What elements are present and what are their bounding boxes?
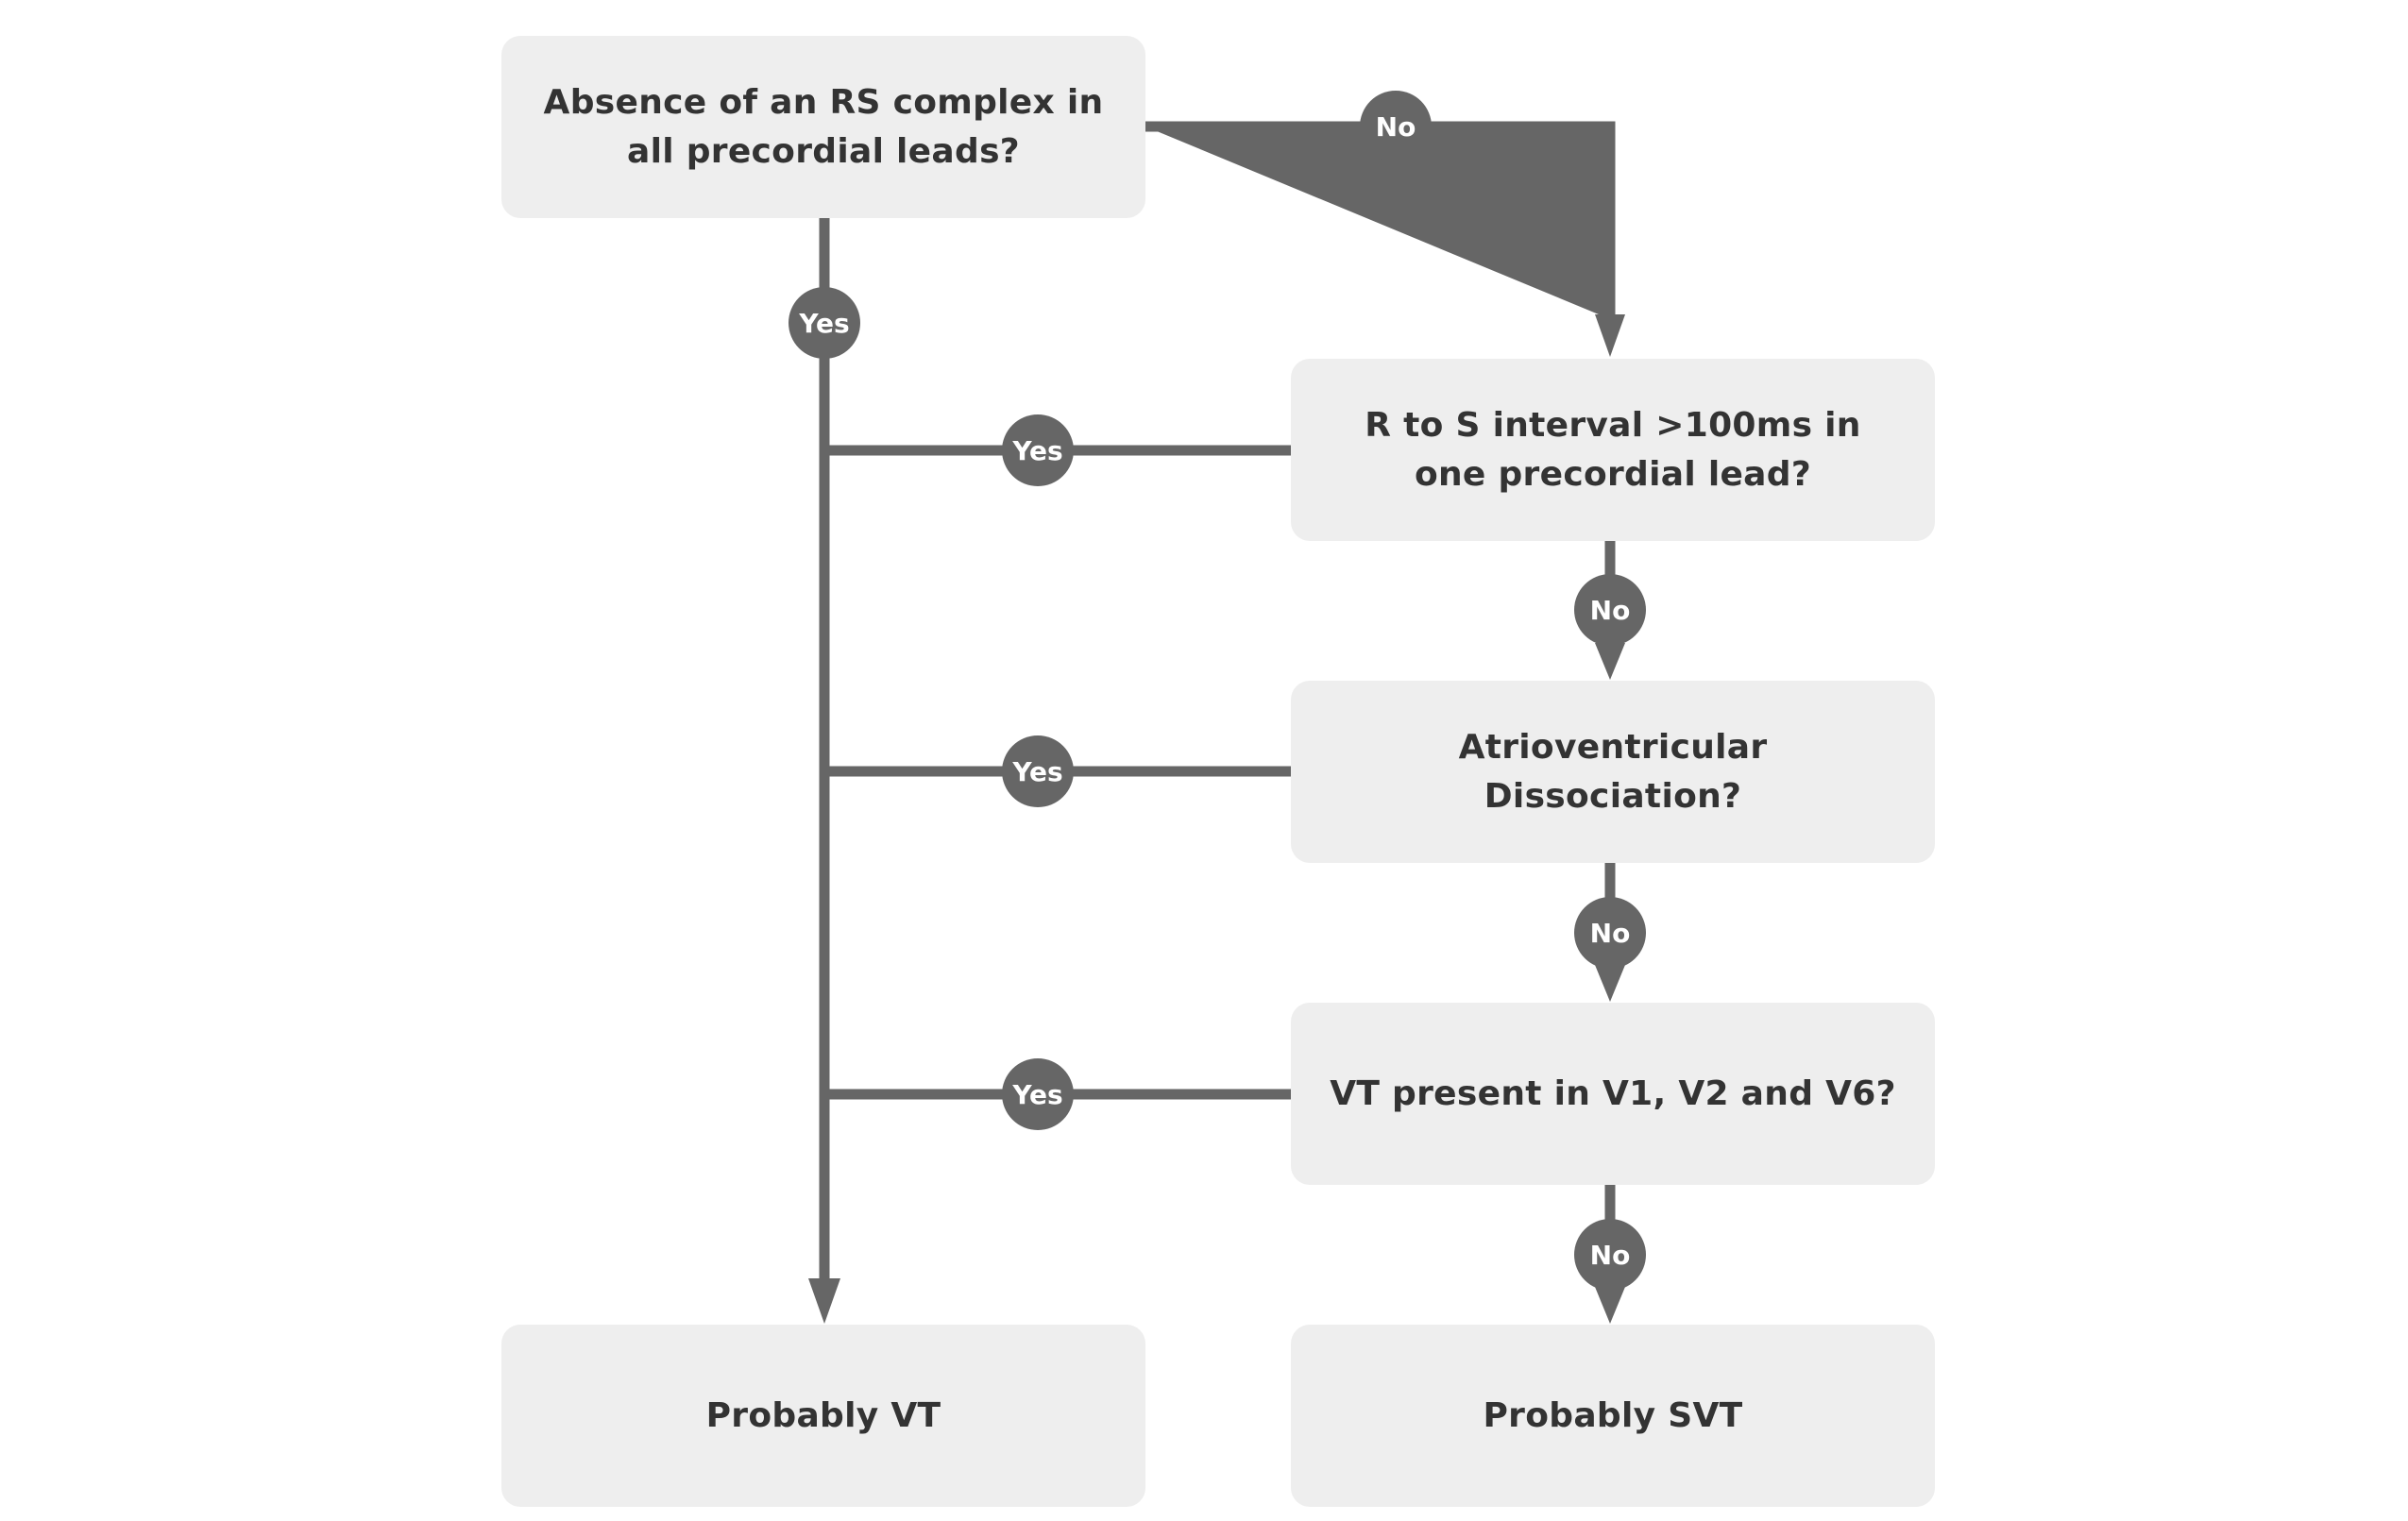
badge-no-q4: No	[1574, 1219, 1646, 1291]
node-probably-svt-text: Probably SVT	[1483, 1395, 1743, 1435]
badge-yes-q1-text: Yes	[799, 307, 850, 339]
badge-yes-q1: Yes	[789, 287, 860, 359]
node-rs-complex-question: Absence of an RS complex in all precordi…	[501, 36, 1145, 218]
node-probably-vt: Probably VT	[501, 1325, 1145, 1507]
connector-q1-no-to-q2	[1145, 121, 1616, 319]
arrowhead-q4	[1595, 965, 1625, 1002]
node-r-to-s-interval-question-text: R to S interval >100ms in one precordial…	[1365, 405, 1861, 494]
badge-yes-q3: Yes	[1002, 735, 1074, 807]
badge-no-q3-text: No	[1589, 917, 1631, 949]
arrowhead-q2	[1595, 314, 1625, 357]
badge-no-q3: No	[1574, 897, 1646, 969]
node-rs-complex-question-text: Absence of an RS complex in all precordi…	[543, 82, 1104, 171]
badge-yes-q3-text: Yes	[1012, 755, 1063, 787]
node-av-dissociation-question-text: Atrioventricular Dissociation?	[1458, 727, 1768, 816]
badge-no-q2-text: No	[1589, 594, 1631, 626]
node-probably-vt-text: Probably VT	[705, 1395, 941, 1435]
arrowhead-svt	[1595, 1287, 1625, 1324]
badge-yes-q2-text: Yes	[1012, 434, 1063, 466]
node-r-to-s-interval-question: R to S interval >100ms in one precordial…	[1291, 359, 1935, 541]
node-probably-svt: Probably SVT	[1291, 1325, 1935, 1507]
badge-no-q1: No	[1360, 91, 1432, 162]
badge-no-q1-text: No	[1375, 110, 1416, 143]
badge-yes-q2: Yes	[1002, 414, 1074, 486]
badge-no-q2: No	[1574, 574, 1646, 646]
badge-yes-q4: Yes	[1002, 1058, 1074, 1130]
badge-no-q4-text: No	[1589, 1239, 1631, 1271]
node-vt-leads-question-text: VT present in V1, V2 and V6?	[1330, 1073, 1896, 1113]
arrowhead-vt	[808, 1278, 840, 1324]
node-av-dissociation-question: Atrioventricular Dissociation?	[1291, 681, 1935, 863]
badge-yes-q4-text: Yes	[1012, 1078, 1063, 1110]
node-vt-leads-question: VT present in V1, V2 and V6?	[1291, 1003, 1935, 1185]
arrowhead-q3	[1595, 643, 1625, 680]
